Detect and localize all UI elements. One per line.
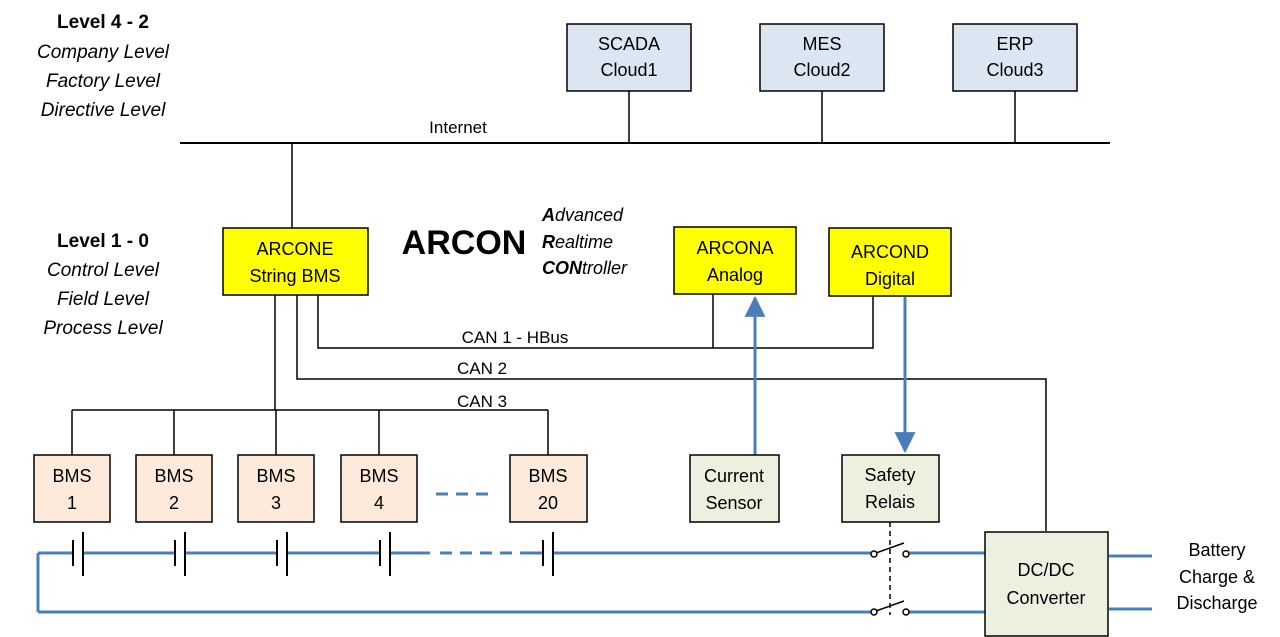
- relay-switch-top: [870, 542, 910, 558]
- scada-label: SCADA: [598, 34, 660, 54]
- bms-4-label: BMS: [359, 466, 398, 486]
- safety-relais-box: Safety Relais: [841, 454, 940, 523]
- can1-label: CAN 1 - HBus: [462, 328, 569, 347]
- arcond-label: ARCOND: [851, 242, 929, 262]
- can2-bus-line: [296, 295, 1047, 531]
- sensor-label: Sensor: [705, 493, 762, 513]
- field-level-label: Field Level: [57, 289, 150, 310]
- factory-level-label: Factory Level: [46, 71, 161, 92]
- company-level-label: Company Level: [37, 42, 170, 63]
- scada-cloud-box: SCADA Cloud1: [566, 23, 692, 92]
- directive-level-label: Directive Level: [41, 100, 166, 121]
- acronym-realtime: Realtime: [542, 232, 613, 252]
- arcone-box: ARCONE String BMS: [222, 227, 369, 296]
- current-label: Current: [704, 466, 764, 486]
- bms-1-number: 1: [67, 493, 77, 513]
- dcdc-label: DC/DC: [1018, 560, 1075, 580]
- battery-output-label: Battery Charge & Discharge: [1176, 540, 1257, 613]
- level-1-0-title: Level 1 - 0: [57, 231, 149, 252]
- arcona-label: ARCONA: [696, 238, 773, 258]
- battery-label: Battery: [1188, 540, 1245, 560]
- bms-1-label: BMS: [52, 466, 91, 486]
- erp-label: ERP: [996, 34, 1033, 54]
- bms-3-box: BMS 3: [237, 454, 315, 523]
- cloud2-label: Cloud2: [793, 60, 850, 80]
- battery-cells: [72, 532, 554, 576]
- cloud3-label: Cloud3: [986, 60, 1043, 80]
- control-level-label: Control Level: [47, 260, 160, 281]
- acronym-controller: CONtroller: [542, 258, 628, 278]
- cloud1-label: Cloud1: [600, 60, 657, 80]
- bms-4-box: BMS 4: [340, 454, 418, 523]
- relais-label: Relais: [865, 492, 915, 512]
- discharge-label: Discharge: [1176, 593, 1257, 613]
- bms-2-number: 2: [169, 493, 179, 513]
- level-4-2-legend: Level 4 - 2 Company Level Factory Level …: [37, 12, 170, 121]
- level-4-2-title: Level 4 - 2: [57, 12, 149, 33]
- can2-label: CAN 2: [457, 359, 507, 378]
- analog-label: Analog: [707, 265, 763, 285]
- charge-label: Charge &: [1179, 567, 1255, 587]
- bms-3-label: BMS: [256, 466, 295, 486]
- can1-bus-line: [317, 295, 874, 349]
- bms-2-box: BMS 2: [135, 454, 213, 523]
- arcon-title: ARCON: [402, 224, 527, 262]
- safety-label: Safety: [864, 465, 915, 485]
- bms-4-number: 4: [374, 493, 384, 513]
- arcona-box: ARCONA Analog: [673, 226, 797, 295]
- bms-1-box: BMS 1: [33, 454, 111, 523]
- process-level-label: Process Level: [43, 318, 163, 339]
- dcdc-converter-box: DC/DC Converter: [984, 531, 1109, 637]
- bms-2-label: BMS: [154, 466, 193, 486]
- current-sensor-box: Current Sensor: [689, 454, 780, 523]
- mes-cloud-box: MES Cloud2: [759, 23, 885, 92]
- mes-label: MES: [802, 34, 841, 54]
- bms-3-number: 3: [271, 493, 281, 513]
- bms-20-label: BMS: [528, 466, 567, 486]
- bms-20-number: 20: [538, 493, 558, 513]
- can3-label: CAN 3: [457, 392, 507, 411]
- acronym-advanced: Advanced: [541, 205, 624, 225]
- internet-label: Internet: [429, 118, 487, 137]
- string-bms-label: String BMS: [249, 266, 340, 286]
- digital-label: Digital: [865, 269, 915, 289]
- arcone-label: ARCONE: [256, 239, 333, 259]
- converter-label: Converter: [1006, 588, 1085, 608]
- arcond-box: ARCOND Digital: [828, 227, 952, 297]
- level-1-0-legend: Level 1 - 0 Control Level Field Level Pr…: [43, 231, 163, 339]
- bms-20-box: BMS 20: [509, 454, 588, 523]
- battery-string: [36, 551, 1152, 614]
- erp-cloud-box: ERP Cloud3: [952, 23, 1078, 92]
